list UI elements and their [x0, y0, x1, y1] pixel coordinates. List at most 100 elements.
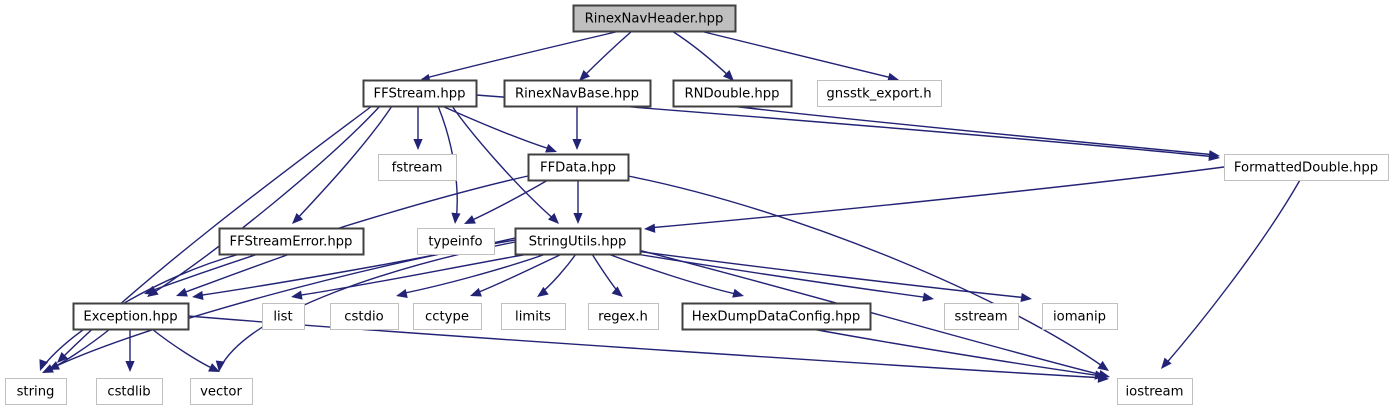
edge-exception-to-string: [42, 328, 111, 373]
arrowhead-icon: [537, 286, 549, 297]
edge-ffdata-to-typeinfo: [464, 179, 549, 224]
node-box[interactable]: [378, 154, 457, 181]
node-box[interactable]: [1224, 154, 1389, 181]
node-box[interactable]: [1042, 303, 1118, 330]
node-cstdio[interactable]: cstdio: [330, 303, 399, 330]
arrowhead-icon: [208, 363, 220, 372]
node-hexdump[interactable]: HexDumpDataConfig.hpp: [681, 302, 872, 331]
node-typeinfo[interactable]: typeinfo: [417, 228, 495, 255]
node-box[interactable]: [681, 302, 872, 331]
node-label: RinexNavHeader.hpp: [585, 12, 724, 27]
node-ffstream[interactable]: FFStream.hpp: [362, 79, 478, 108]
arrowhead-icon: [1097, 360, 1109, 371]
arrowhead-icon: [291, 290, 303, 300]
node-box[interactable]: [413, 303, 482, 330]
edge-rndouble-to-formatteddouble: [730, 105, 1220, 160]
node-box[interactable]: [501, 303, 566, 330]
node-rinexnavbase[interactable]: RinexNavBase.hpp: [503, 79, 652, 108]
node-label: typeinfo: [428, 235, 482, 250]
node-box[interactable]: [330, 303, 399, 330]
node-label: string: [17, 385, 55, 400]
edge-ffstreamerror-to-exception: [176, 253, 291, 297]
node-formatteddouble[interactable]: FormattedDouble.hpp: [1224, 154, 1389, 181]
node-box[interactable]: [503, 79, 652, 108]
node-box[interactable]: [672, 79, 793, 108]
node-label: sstream: [954, 310, 1007, 325]
node-cctype[interactable]: cctype: [413, 303, 482, 330]
node-label: iomanip: [1053, 310, 1106, 325]
node-cstdlib[interactable]: cstdlib: [96, 378, 163, 405]
node-list[interactable]: list: [262, 303, 305, 330]
edge-ffstream-to-ffstreamerror: [292, 105, 393, 224]
arrowhead-icon: [732, 288, 744, 298]
node-limits[interactable]: limits: [501, 303, 566, 330]
arrowhead-icon: [57, 351, 69, 363]
arrowhead-icon: [922, 292, 934, 302]
node-regex[interactable]: regex.h: [588, 303, 659, 330]
node-box[interactable]: [588, 303, 659, 330]
edge-rinexnavheader-to-ffstream: [419, 30, 621, 83]
node-label: StringUtils.hpp: [529, 235, 627, 250]
node-vector[interactable]: vector: [190, 378, 253, 405]
node-exception[interactable]: Exception.hpp: [72, 302, 190, 331]
node-sstream[interactable]: sstream: [944, 303, 1019, 330]
node-box[interactable]: [5, 378, 67, 405]
edge-ffstream-to-exception: [147, 105, 381, 297]
node-ffstreamerror[interactable]: FFStreamError.hpp: [218, 227, 365, 256]
node-stringutils[interactable]: StringUtils.hpp: [514, 227, 642, 256]
node-box[interactable]: [72, 302, 190, 331]
node-box[interactable]: [362, 79, 478, 108]
node-gnsstk_export[interactable]: gnsstk_export.h: [817, 80, 942, 107]
edge-exception-to-cstdlib: [125, 329, 135, 372]
node-box[interactable]: [190, 378, 253, 405]
node-box[interactable]: [218, 227, 365, 256]
node-box[interactable]: [944, 303, 1019, 330]
edge-rinexnavheader-to-gnsstk_export: [699, 30, 899, 82]
node-rinexnavheader[interactable]: RinexNavHeader.hpp: [572, 4, 737, 33]
arrowhead-icon: [215, 360, 225, 372]
edge-stringutils-to-cstdio: [396, 253, 547, 299]
arrowhead-icon: [42, 364, 54, 373]
node-ffdata[interactable]: FFData.hpp: [527, 153, 630, 182]
edge-stringutils-to-list: [291, 253, 529, 300]
arrowhead-icon: [1161, 357, 1172, 369]
node-rndouble[interactable]: RNDouble.hpp: [672, 79, 793, 108]
node-label: gnsstk_export.h: [826, 87, 931, 102]
node-box[interactable]: [417, 228, 495, 255]
node-fstream[interactable]: fstream: [378, 154, 457, 181]
edges-layer: [39, 30, 1301, 383]
arrowhead-icon: [1094, 370, 1106, 380]
edge-rinexnavheader-to-rndouble: [671, 30, 734, 81]
arrowhead-icon: [292, 212, 304, 224]
node-box[interactable]: [96, 378, 163, 405]
node-iostream[interactable]: iostream: [1117, 378, 1193, 405]
arrowhead-icon: [176, 287, 188, 297]
node-label: FFStreamError.hpp: [230, 235, 353, 250]
arrowhead-icon: [470, 287, 482, 297]
edge-formatteddouble-to-stringutils: [644, 166, 1225, 233]
node-box[interactable]: [817, 80, 942, 107]
node-label: cstdio: [344, 310, 383, 325]
node-box[interactable]: [527, 153, 630, 182]
edge-hexdump-to-iostream: [811, 328, 1106, 380]
node-label: RNDouble.hpp: [684, 87, 779, 102]
arrowhead-icon: [611, 286, 623, 297]
node-box[interactable]: [262, 303, 305, 330]
edge-ffstream-to-ffdata: [441, 105, 557, 153]
node-label: limits: [515, 310, 551, 325]
node-box[interactable]: [514, 227, 642, 256]
node-string[interactable]: string: [5, 378, 67, 405]
node-label: cstdlib: [107, 385, 150, 400]
edge-ffstream-to-fstream: [413, 106, 423, 150]
node-label: vector: [200, 385, 242, 400]
node-iomanip[interactable]: iomanip: [1042, 303, 1118, 330]
edge-stringutils-to-iomanip: [627, 249, 1032, 303]
edge-stringutils-to-hexdump: [607, 253, 744, 298]
arrowhead-icon: [644, 223, 656, 233]
node-box[interactable]: [1117, 378, 1193, 405]
node-box[interactable]: [572, 4, 737, 33]
node-label: FFStream.hpp: [374, 87, 466, 102]
